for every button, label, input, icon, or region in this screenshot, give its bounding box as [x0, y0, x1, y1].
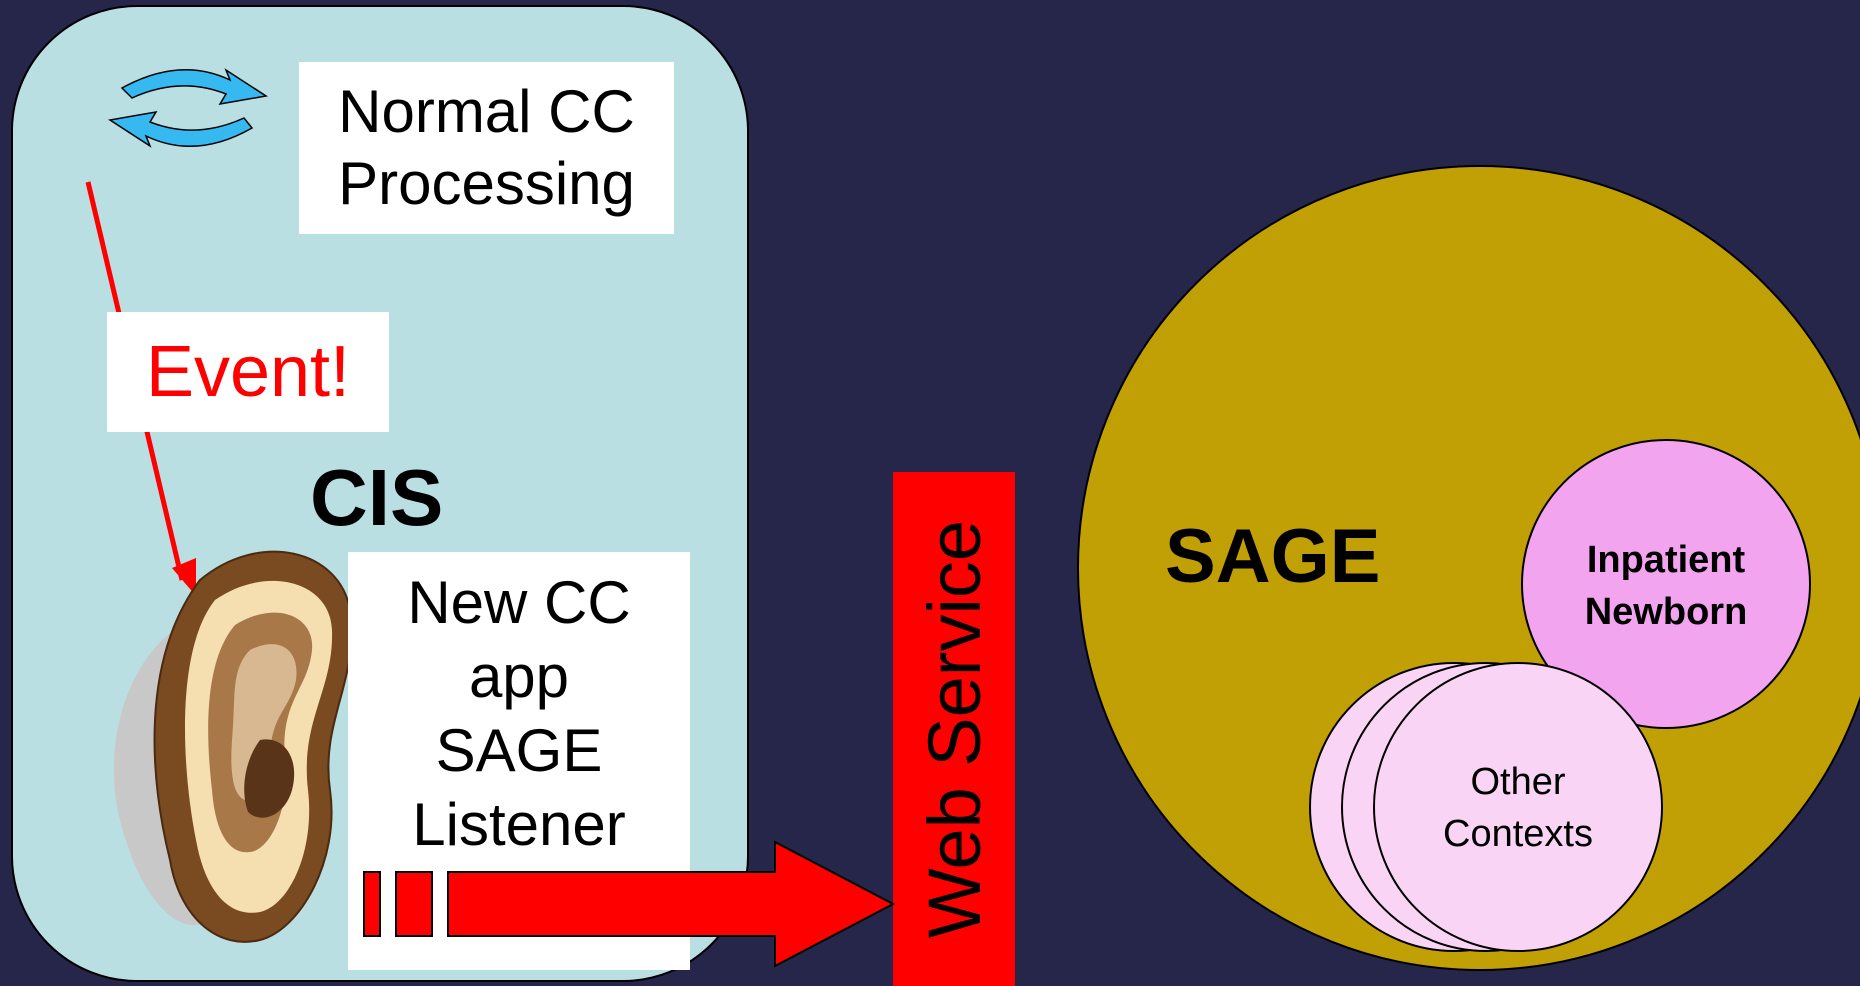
sage-circle — [1077, 165, 1860, 971]
inpatient-newborn-circle — [1521, 439, 1811, 729]
web-service-label-text: Web Service — [912, 519, 996, 939]
inpatient-line-2: Newborn — [1584, 591, 1748, 633]
listener-box: New CC app SAGE Listener p — [348, 552, 690, 970]
process-box: Normal CC Processing — [299, 62, 674, 234]
recycle-icon — [107, 68, 269, 148]
event-label: Event! — [145, 332, 351, 412]
process-line-2: Processing — [338, 150, 635, 217]
inpatient-line-1: Inpatient — [1586, 539, 1746, 581]
listener-line-5: p — [507, 862, 531, 906]
web-service-label: Web Service — [904, 479, 1004, 979]
listener-line-1: New CC — [407, 569, 631, 636]
process-line-1: Normal CC — [338, 78, 635, 145]
other-context-circle-front — [1373, 662, 1663, 952]
event-box: Event! — [107, 312, 389, 432]
event-arrowhead — [172, 558, 196, 596]
sage-label-text: SAGE — [1165, 514, 1381, 599]
ear-icon — [113, 550, 353, 943]
listener-line-4: Listener — [412, 791, 626, 858]
web-service-bar — [893, 472, 1015, 986]
listener-line-2: app — [468, 643, 570, 710]
sage-label: SAGE — [1165, 512, 1380, 602]
cis-label-text: CIS — [310, 453, 444, 542]
other-line-2: Contexts — [1443, 813, 1593, 855]
inpatient-label: Inpatient Newborn — [1566, 534, 1766, 638]
other-contexts-label: Other Contexts — [1418, 756, 1618, 860]
listener-line-3: SAGE — [435, 717, 603, 784]
other-line-1: Other — [1470, 761, 1566, 803]
cis-label: CIS — [310, 452, 443, 544]
